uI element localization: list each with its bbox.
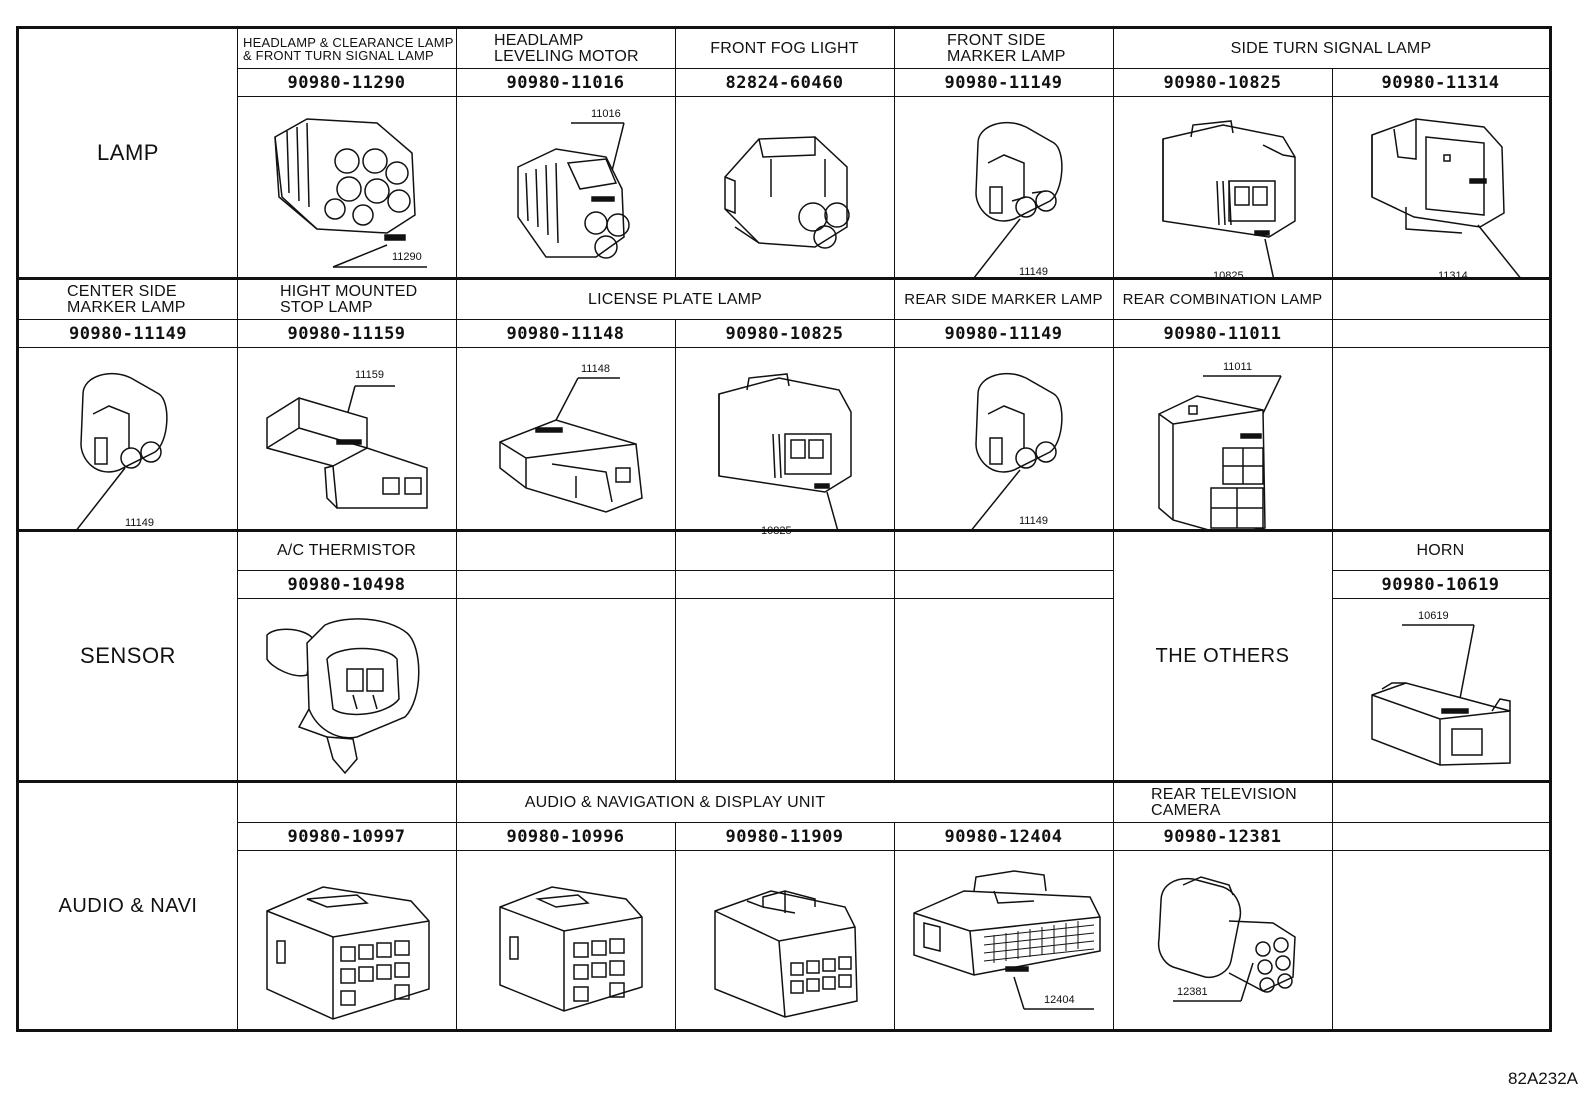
row-divider	[237, 68, 1549, 69]
callout-label: 11314	[1438, 270, 1468, 282]
part-number: 90980-10498	[287, 574, 406, 595]
callout-label: 11016	[591, 108, 621, 120]
section-divider	[19, 780, 1549, 783]
label-horn: HORN	[1416, 542, 1465, 559]
connector-horn-drawing: 10619	[1332, 599, 1549, 780]
row-divider	[1332, 570, 1549, 571]
label-headlamp: HEADLAMP & CLEARANCE LAMP& FRONT TURN SI…	[243, 34, 454, 63]
connector-license-b-drawing: 10825	[675, 348, 894, 537]
connector-audio-c-drawing	[675, 851, 894, 1029]
part-number: 90980-10996	[506, 826, 625, 847]
callout-label: 11149	[1019, 515, 1048, 527]
connector-rear-camera-drawing: 12381	[1113, 851, 1332, 1029]
column-divider	[675, 319, 676, 780]
category-sensor: SENSOR	[80, 643, 176, 668]
part-number: 82824-60460	[725, 72, 844, 93]
category-audio: AUDIO & NAVI	[58, 894, 198, 917]
row-divider	[19, 347, 1549, 348]
column-divider	[237, 29, 238, 1029]
part-number: 90980-11149	[68, 323, 188, 344]
column-divider	[894, 822, 895, 1029]
part-number: 90980-11159	[287, 323, 406, 344]
section-divider	[19, 277, 1549, 280]
callout-label: 11149	[1019, 266, 1048, 278]
row-divider	[1332, 598, 1549, 599]
connector-front-side-marker-drawing: 11149	[894, 97, 1113, 278]
column-divider	[894, 29, 895, 783]
label-rear-side-marker: REAR SIDE MARKER LAMP	[904, 290, 1103, 308]
connector-table: LAMP SENSOR THE OTHERS AUDIO & NAVI HEAD…	[16, 26, 1552, 1032]
category-lamp: LAMP	[97, 140, 159, 165]
label-rear-combination: REAR COMBINATION LAMP	[1122, 290, 1323, 308]
part-number: 90980-11148	[506, 323, 625, 344]
callout-label: 11290	[392, 251, 422, 263]
part-number: 90980-12404	[944, 826, 1063, 847]
connector-fog-drawing	[675, 97, 894, 277]
column-divider	[1113, 29, 1114, 1029]
label-front-fog-light: FRONT FOG LIGHT	[710, 39, 859, 57]
part-number: 90980-11011	[1163, 323, 1282, 344]
label-ac-thermistor: A/C THERMISTOR	[276, 542, 417, 559]
connector-leveling-drawing: 11016	[456, 97, 675, 277]
connector-side-turn-a-drawing: 10825	[1113, 97, 1332, 282]
connector-side-turn-b-drawing: 11314	[1332, 97, 1549, 282]
label-audio-navigation: AUDIO & NAVIGATION & DISPLAY UNIT	[524, 793, 826, 811]
callout-label: 10825	[1213, 270, 1244, 282]
connector-license-a-drawing: 11148	[456, 348, 675, 529]
part-number: 90980-11290	[287, 72, 406, 93]
column-divider	[456, 29, 457, 822]
row-divider	[237, 96, 1549, 97]
part-number: 90980-11016	[506, 72, 625, 93]
part-number: 90980-12381	[1163, 826, 1282, 847]
figure-code: 82A232A	[1508, 1069, 1578, 1088]
part-number: 90980-10619	[1381, 574, 1500, 595]
callout-label: 11159	[355, 369, 384, 381]
row-divider	[237, 822, 1549, 823]
label-side-turn-signal: SIDE TURN SIGNAL LAMP	[1230, 39, 1432, 57]
column-divider	[1332, 68, 1333, 1029]
part-number: 90980-10997	[287, 826, 406, 847]
section-divider	[19, 529, 1549, 532]
connector-center-side-marker-drawing: 11149	[19, 348, 237, 529]
column-divider	[675, 29, 676, 280]
column-divider	[675, 822, 676, 1029]
part-number: 90980-11149	[944, 72, 1063, 93]
connector-rear-side-marker-drawing: 11149	[894, 348, 1113, 529]
callout-label: 11148	[581, 363, 610, 375]
part-number: 90980-11314	[1381, 72, 1500, 93]
connector-audio-a-drawing	[237, 851, 456, 1029]
callout-label: 11011	[1223, 361, 1252, 373]
connector-rear-combination-drawing: 11011	[1113, 348, 1332, 529]
column-divider	[456, 822, 457, 1029]
connector-headlamp-drawing: 11290	[237, 97, 456, 277]
part-number: 90980-11909	[725, 826, 844, 847]
connector-thermistor-drawing	[237, 599, 456, 780]
connector-audio-b-drawing	[456, 851, 675, 1029]
callout-label: 10825	[761, 525, 792, 537]
callout-label: 12404	[1044, 994, 1075, 1006]
callout-label: 12381	[1177, 986, 1208, 998]
connector-high-mounted-drawing: 11159	[237, 348, 456, 529]
row-divider	[19, 319, 1549, 320]
connector-audio-d-drawing: 12404	[894, 851, 1113, 1029]
row-divider	[237, 850, 1549, 851]
part-number: 90980-10825	[1163, 72, 1282, 93]
category-others: THE OTHERS	[1155, 644, 1290, 667]
callout-label: 10619	[1418, 610, 1449, 622]
callout-label: 11149	[125, 517, 154, 529]
part-number: 90980-10825	[725, 323, 844, 344]
label-license-plate: LICENSE PLATE LAMP	[587, 290, 763, 308]
part-number: 90980-11149	[944, 323, 1063, 344]
